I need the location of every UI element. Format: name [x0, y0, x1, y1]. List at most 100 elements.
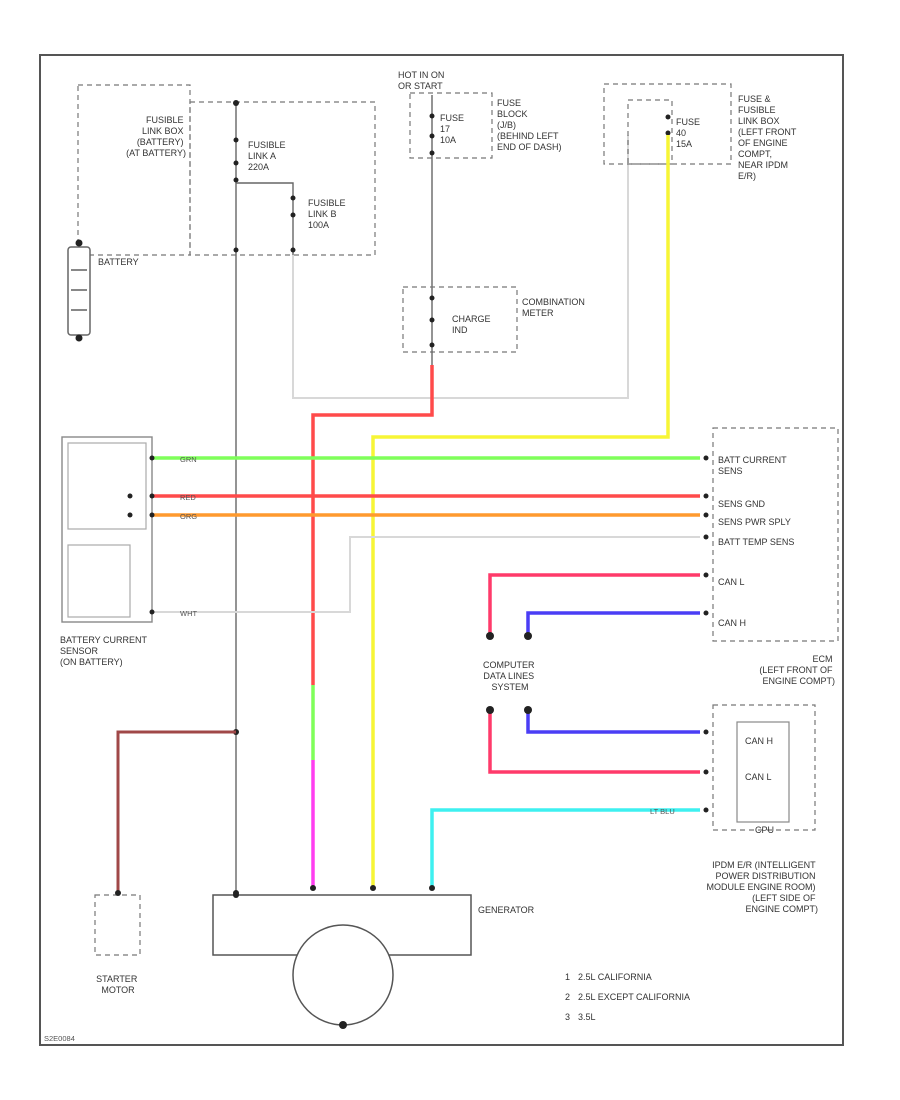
ipdm-can-l: CAN L	[745, 772, 772, 782]
sensor-inner-2	[67, 544, 131, 618]
diagram-frame	[39, 54, 844, 1046]
hot-in-on-start-label: HOT IN ON OR START	[398, 70, 447, 91]
fuse-block-label: FUSE BLOCK (J/B) (BEHIND LEFT END OF DAS…	[497, 98, 562, 152]
ecm-signal-can-l: CAN L	[718, 577, 745, 587]
ipdm-cpu: CPU	[755, 825, 774, 835]
starter-wire	[116, 730, 236, 895]
white-wire-link-b	[292, 135, 629, 399]
wire-label-grn: GRN	[180, 455, 197, 464]
wire-label-wht: WHT	[180, 609, 197, 618]
gen-terminal-e	[429, 885, 435, 891]
fuse-40-dot-2	[665, 130, 671, 136]
wire-label-org: ORG	[180, 512, 197, 521]
battery-label: BATTERY	[98, 257, 139, 267]
fuse-link-box-ipdm-label: FUSE & FUSIBLE LINK BOX (LEFT FRONT OF E…	[738, 94, 799, 181]
ecm-outline	[712, 427, 839, 642]
wire-label-red: RED	[180, 493, 196, 502]
fusible-link-b-label: FUSIBLE LINK B 100A	[308, 198, 348, 230]
ecm-label: ECM (LEFT FRONT OF ENGINE COMPT)	[759, 654, 835, 686]
battery-current-sensor-label: BATTERY CURRENT SENSOR (ON BATTERY)	[60, 635, 149, 667]
can-h-wire-top	[526, 611, 700, 635]
splice-link-b-3	[290, 247, 296, 253]
sensor-dot-a	[127, 493, 133, 499]
splice-link-b-1	[290, 195, 296, 201]
ecm-signal-batt-current: BATT CURRENT SENS	[718, 455, 789, 476]
fuse-40-label: FUSE 40 15A	[676, 117, 703, 149]
red-wire-charge	[311, 365, 434, 685]
fuse-17-dot-1	[429, 113, 435, 119]
splice-link-a-2	[233, 160, 239, 166]
fuse-40-box	[627, 99, 673, 165]
splice-link-a-4	[233, 247, 239, 253]
splice-link-b-2	[290, 212, 296, 218]
splice-top	[233, 100, 239, 106]
ecm-pin-3	[703, 512, 709, 518]
can-l-wire-top	[488, 573, 700, 635]
fuse-17-dot-3	[429, 150, 435, 156]
charge-ind-dot-1	[429, 295, 435, 301]
ecm-pin-4	[703, 534, 709, 540]
gen-terminal-b	[233, 892, 239, 898]
can-l-wire-bottom	[488, 710, 700, 774]
ecm-pin-2	[703, 493, 709, 499]
generator-ground	[339, 1021, 347, 1029]
fuse-block-outline	[409, 92, 493, 159]
sensor-pin-4	[149, 609, 155, 615]
wht-sensor-wire	[152, 536, 700, 613]
charge-ind-dot-3	[429, 342, 435, 348]
ecm-signal-batt-temp: BATT TEMP SENS	[718, 537, 794, 547]
sensor-pin-3	[149, 512, 155, 518]
can-l-terminal-bottom	[486, 706, 494, 714]
ecm-pin-6	[703, 610, 709, 616]
splice-link-a-1	[233, 137, 239, 143]
gen-terminal-s	[370, 885, 376, 891]
can-h-terminal-bottom	[524, 706, 532, 714]
splice-link-a-3	[233, 177, 239, 183]
battery-terminal-bottom	[75, 334, 83, 342]
ecm-signal-can-h: CAN H	[718, 618, 746, 628]
ipdm-label: IPDM E/R (INTELLIGENT POWER DISTRIBUTION…	[706, 860, 818, 914]
fusible-link-box-label: FUSIBLE LINK BOX (BATTERY) (AT BATTERY)	[126, 115, 186, 158]
ecm-pin-5	[703, 572, 709, 578]
fuse-40-dot-1	[665, 114, 671, 120]
generator-label: GENERATOR	[478, 905, 535, 915]
starter-terminal	[115, 890, 121, 896]
ipdm-outline	[712, 704, 816, 831]
fusible-link-a-label: FUSIBLE LINK A 220A	[248, 140, 288, 172]
link-b-wire	[236, 182, 294, 255]
sensor-pin-2	[149, 493, 155, 499]
fusible-link-inner-outline	[189, 101, 376, 256]
sensor-pin-1	[149, 455, 155, 461]
computer-data-lines-label: COMPUTER DATA LINES SYSTEM	[483, 660, 537, 692]
generator-symbol	[292, 924, 394, 1026]
combination-meter-label: COMBINATION METER	[522, 297, 587, 318]
sensor-inner-1	[67, 442, 147, 530]
starter-motor-outline	[94, 894, 141, 956]
ipdm-can-h: CAN H	[745, 736, 773, 746]
fusible-link-box-outline	[77, 84, 191, 256]
battery-terminal-top	[75, 239, 83, 247]
lt-blu-wire	[430, 808, 700, 890]
gen-terminal-l	[310, 885, 316, 891]
sensor-dot-b	[127, 512, 133, 518]
ipdm-pin-3	[703, 807, 709, 813]
ecm-signal-sens-gnd: SENS GND	[718, 499, 766, 509]
ipdm-inner-box	[736, 721, 790, 823]
ipdm-pin-1	[703, 729, 709, 735]
starter-motor-label: STARTER MOTOR	[96, 974, 140, 995]
ipdm-pin-2	[703, 769, 709, 775]
can-h-terminal-top	[524, 632, 532, 640]
can-h-wire-bottom	[526, 710, 700, 734]
diagram-id: S2E0084	[44, 1034, 75, 1043]
fuse-17-label: FUSE 17 10A	[440, 113, 467, 145]
wire-label-lt-blu: LT BLU	[650, 807, 675, 816]
yellow-wire	[371, 135, 670, 890]
charge-ind-label: CHARGE IND	[452, 314, 493, 335]
combination-meter-outline	[402, 286, 518, 353]
ecm-pin-1	[703, 455, 709, 461]
